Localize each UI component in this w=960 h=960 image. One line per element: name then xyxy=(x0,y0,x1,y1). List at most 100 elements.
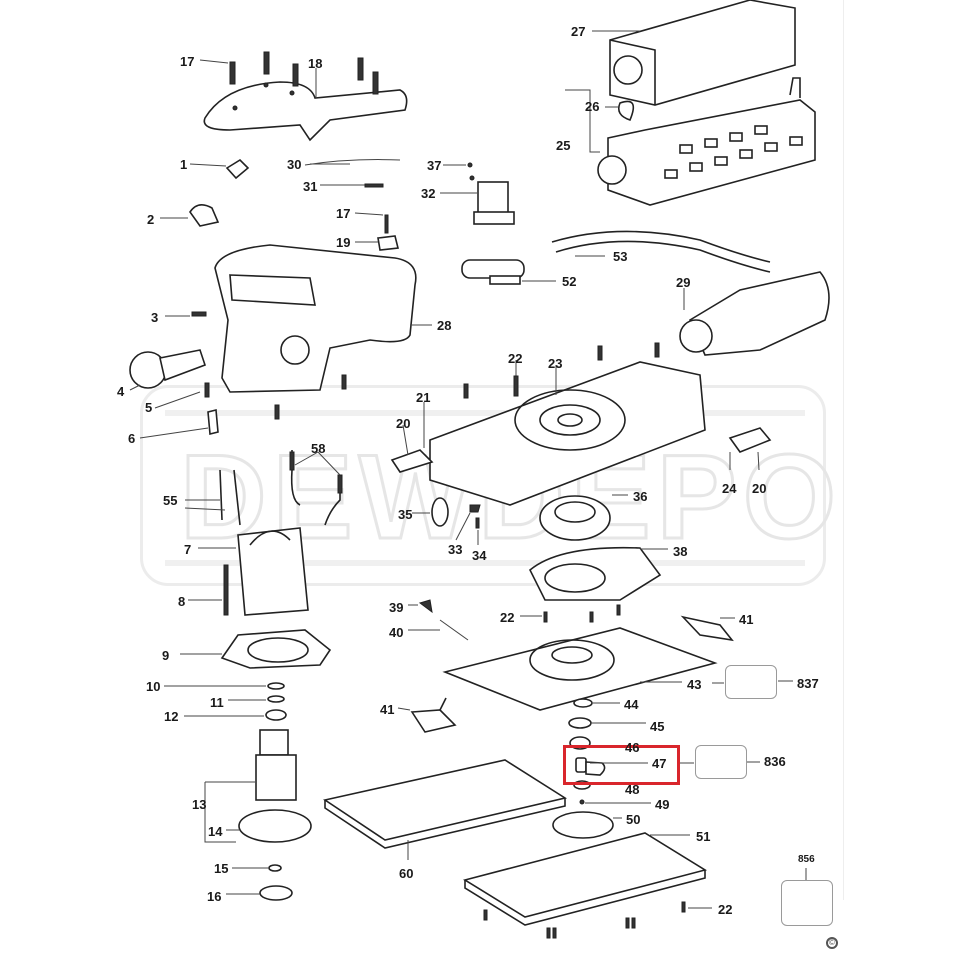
copyright-icon: © xyxy=(826,937,838,949)
label-52[interactable]: 52 xyxy=(562,274,577,289)
cord-part-53 xyxy=(551,230,771,273)
brush-holder-part-21 xyxy=(390,402,434,473)
label-19[interactable]: 19 xyxy=(336,235,351,250)
pad-part-43 xyxy=(442,627,718,711)
highlight-box-part-47 xyxy=(563,745,680,785)
label-22-lower[interactable]: 22 xyxy=(718,902,733,917)
label-21[interactable]: 21 xyxy=(416,390,431,405)
screws-part-22 xyxy=(520,604,621,623)
label-58[interactable]: 58 xyxy=(311,441,326,456)
label-25[interactable]: 25 xyxy=(556,138,571,153)
label-13[interactable]: 13 xyxy=(192,797,207,812)
label-48[interactable]: 48 xyxy=(625,782,640,797)
label-28[interactable]: 28 xyxy=(437,318,452,333)
label-34[interactable]: 34 xyxy=(472,548,487,563)
bearing-housing-part-38 xyxy=(529,546,668,601)
label-26[interactable]: 26 xyxy=(585,99,600,114)
label-856[interactable]: 856 xyxy=(798,854,815,865)
label-18[interactable]: 18 xyxy=(308,56,323,71)
label-836[interactable]: 836 xyxy=(764,754,786,769)
label-17-mid[interactable]: 17 xyxy=(336,206,351,221)
label-36[interactable]: 36 xyxy=(633,489,648,504)
label-8[interactable]: 8 xyxy=(178,594,186,609)
label-2[interactable]: 2 xyxy=(147,212,155,227)
label-15[interactable]: 15 xyxy=(214,861,229,876)
top-cover-part-18 xyxy=(203,68,408,142)
label-23[interactable]: 23 xyxy=(548,356,563,371)
label-6[interactable]: 6 xyxy=(128,431,136,446)
label-20-left[interactable]: 20 xyxy=(396,416,411,431)
label-11[interactable]: 11 xyxy=(210,695,224,710)
dust-port-part-41-lower xyxy=(397,697,457,733)
label-43[interactable]: 43 xyxy=(687,677,702,692)
motor-housing-part-28 xyxy=(204,244,432,420)
accessory-box-856[interactable] xyxy=(781,880,833,926)
part-47-graphic xyxy=(575,757,760,776)
fan-part-36 xyxy=(539,494,628,541)
label-40[interactable]: 40 xyxy=(389,625,404,640)
part-19 xyxy=(354,212,399,251)
label-7[interactable]: 7 xyxy=(184,542,192,557)
leads-part-55 xyxy=(184,469,241,526)
label-837[interactable]: 837 xyxy=(797,676,819,691)
label-44[interactable]: 44 xyxy=(624,697,639,712)
bolt-part-8 xyxy=(188,564,229,616)
gasket-part-26 xyxy=(565,89,635,153)
label-41-lower[interactable]: 41 xyxy=(380,702,395,717)
small-parts-upper-left xyxy=(160,158,401,317)
label-60[interactable]: 60 xyxy=(399,866,414,881)
field-coil-part-7 xyxy=(198,527,309,616)
leads-part-58 xyxy=(289,450,343,526)
label-35[interactable]: 35 xyxy=(398,507,413,522)
dust-bag-part-27 xyxy=(592,0,796,106)
label-3[interactable]: 3 xyxy=(151,310,159,325)
label-33[interactable]: 33 xyxy=(448,542,463,557)
label-55[interactable]: 55 xyxy=(163,493,178,508)
label-20-right[interactable]: 20 xyxy=(752,481,767,496)
label-39[interactable]: 39 xyxy=(389,600,404,615)
label-38[interactable]: 38 xyxy=(673,544,688,559)
label-47[interactable]: 47 xyxy=(652,756,667,771)
label-31[interactable]: 31 xyxy=(303,179,318,194)
label-30[interactable]: 30 xyxy=(287,157,302,172)
ring-part-50 xyxy=(552,811,622,839)
bearing-stack-10-12 xyxy=(164,629,332,721)
port-adapter-part-29 xyxy=(679,271,830,356)
label-32[interactable]: 32 xyxy=(421,186,436,201)
label-29[interactable]: 29 xyxy=(676,275,691,290)
label-41-upper[interactable]: 41 xyxy=(739,612,754,627)
label-9[interactable]: 9 xyxy=(162,648,170,663)
label-10[interactable]: 10 xyxy=(146,679,161,694)
label-45[interactable]: 45 xyxy=(650,719,665,734)
switch-part-32 xyxy=(440,162,515,225)
label-12[interactable]: 12 xyxy=(164,709,179,724)
label-53[interactable]: 53 xyxy=(613,249,628,264)
label-49[interactable]: 49 xyxy=(655,797,670,812)
label-17-top[interactable]: 17 xyxy=(180,54,195,69)
label-50[interactable]: 50 xyxy=(626,812,641,827)
label-51[interactable]: 51 xyxy=(696,829,711,844)
label-37[interactable]: 37 xyxy=(427,158,442,173)
lever-part-41-upper xyxy=(680,615,735,642)
label-5[interactable]: 5 xyxy=(145,400,153,415)
label-1[interactable]: 1 xyxy=(180,157,188,172)
label-14[interactable]: 14 xyxy=(208,824,223,839)
base-plate-part-51 xyxy=(462,832,712,939)
brush-holder-part-24 xyxy=(728,427,772,471)
page-edge-rule xyxy=(843,0,844,900)
accessory-box-837[interactable] xyxy=(725,665,777,699)
capacitor-part-52 xyxy=(461,259,556,285)
label-46[interactable]: 46 xyxy=(625,740,640,755)
parts-39-40 xyxy=(408,599,469,641)
label-4[interactable]: 4 xyxy=(117,384,125,399)
label-24[interactable]: 24 xyxy=(722,481,737,496)
label-22-upper[interactable]: 22 xyxy=(508,351,523,366)
label-27[interactable]: 27 xyxy=(571,24,586,39)
label-22-mid[interactable]: 22 xyxy=(500,610,515,625)
wheel-part-4 xyxy=(129,349,219,439)
accessory-box-836[interactable] xyxy=(695,745,747,779)
sanding-plate-part-60 xyxy=(322,759,568,860)
label-16[interactable]: 16 xyxy=(207,889,222,904)
small-parts-35-33-34 xyxy=(412,497,481,545)
